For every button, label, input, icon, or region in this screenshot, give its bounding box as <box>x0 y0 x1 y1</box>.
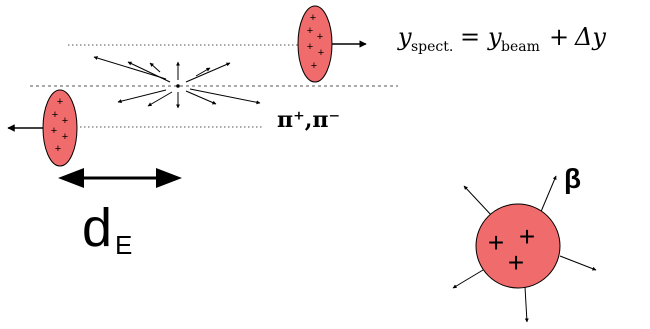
charge-plus: + <box>57 96 63 108</box>
pion-arrow <box>195 67 211 77</box>
equation-y-beam: y <box>487 23 502 51</box>
charge-plus: + <box>51 125 57 137</box>
charge-plus: + <box>52 109 58 121</box>
distance-label-d: d <box>82 198 112 258</box>
equation-delta-y: Δy <box>574 23 606 51</box>
equation-subscript-beam: beam <box>501 39 540 55</box>
pion-arrow <box>117 89 167 104</box>
rapidity-equation: y spect. = y beam + Δy <box>397 23 606 55</box>
expansion-arrow <box>559 255 597 271</box>
charge-plus: + <box>311 60 317 72</box>
nucleus-top-right: + + + + + + <box>297 5 333 83</box>
emission-center-dot <box>176 84 180 88</box>
charge-plus: + <box>55 143 61 155</box>
pion-arrow <box>185 62 231 83</box>
charge-plus: + <box>62 115 68 127</box>
charge-plus: + <box>318 47 324 59</box>
pion-arrow <box>185 90 217 105</box>
equation-subscript-spect: spect. <box>411 39 453 55</box>
charge-plus: + <box>307 41 313 53</box>
expansion-arrow <box>452 269 484 289</box>
expanding-source-sphere: + + + <box>452 175 597 323</box>
equation-y-spect: y <box>397 23 412 51</box>
expansion-arrow <box>524 286 529 323</box>
charge-plus: + <box>519 221 535 252</box>
charge-plus: + <box>310 12 316 24</box>
expansion-arrow <box>463 185 494 218</box>
equation-equals: = <box>460 23 480 51</box>
equation-plus: + <box>549 23 569 51</box>
pion-arrow <box>127 61 171 83</box>
charge-plus: + <box>488 227 504 258</box>
nucleus-left: + + + + + + <box>42 89 78 167</box>
source-sphere <box>475 203 561 289</box>
charge-plus: + <box>62 131 68 143</box>
expansion-arrow-beta <box>539 175 557 215</box>
pion-arrow <box>147 91 173 107</box>
pion-emission-burst <box>93 56 261 109</box>
charge-plus: + <box>307 25 313 37</box>
distance-arrowhead-right <box>156 168 182 188</box>
distance-label-subscript-e: E <box>115 230 132 260</box>
beta-label: β <box>564 163 581 194</box>
pion-arrow <box>93 56 167 80</box>
distance-arrowhead-left <box>58 168 84 188</box>
pion-arrow <box>149 62 161 73</box>
charge-plus: + <box>317 31 323 43</box>
charge-plus: + <box>508 247 524 278</box>
pion-arrow <box>189 88 261 105</box>
pion-label: π⁺,π⁻ <box>277 107 340 133</box>
